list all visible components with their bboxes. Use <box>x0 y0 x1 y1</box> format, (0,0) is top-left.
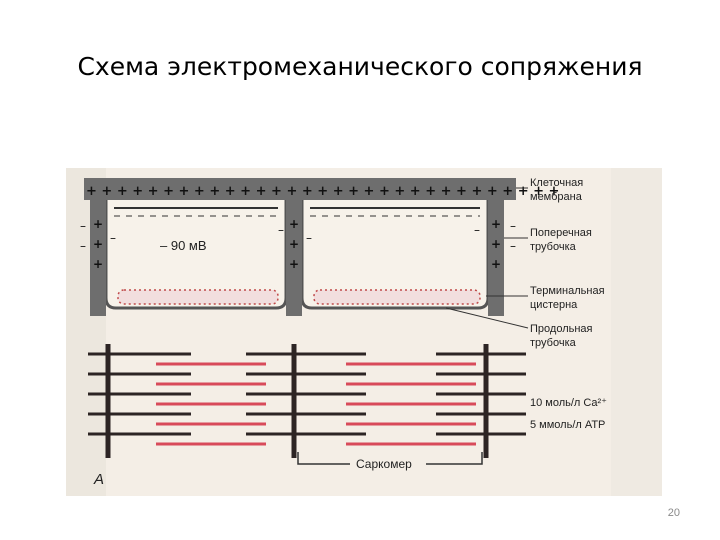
svg-text:–: – <box>510 219 516 233</box>
t-tubules <box>90 200 504 316</box>
svg-text:–: – <box>474 223 480 237</box>
membrane-plus-signs: + + + + + + + + + + + + + + + + + + + + … <box>86 184 559 199</box>
cell-membrane-label-line2: мембрана <box>530 191 583 203</box>
atp-concentration-label: 5 ммоль/л АТР <box>530 419 605 431</box>
svg-text:+: + <box>289 237 299 251</box>
t-tubule-3 <box>488 200 504 316</box>
svg-text:+ + + + + + + + + + + + + + +: + + + + + + + + + + + + + + + + + + + + … <box>86 184 559 199</box>
terminal-cistern-label-line2: цистерна <box>530 299 578 311</box>
t-tubule-label-line1: Поперечная <box>530 227 592 239</box>
page-number: 20 <box>667 507 680 519</box>
svg-text:–: – <box>306 231 312 245</box>
z-lines <box>105 344 489 458</box>
svg-text:–: – <box>278 223 284 237</box>
t-tubule-1 <box>90 200 106 316</box>
svg-text:–: – <box>510 239 516 253</box>
svg-text:+: + <box>491 257 501 271</box>
sarcomere-bracket <box>297 452 483 465</box>
terminal-cistern-right <box>313 289 481 305</box>
longitudinal-tubule-label-line2: трубочка <box>530 337 577 349</box>
svg-text:+: + <box>491 237 501 251</box>
svg-text:+: + <box>93 237 103 251</box>
leader-lines <box>445 187 529 329</box>
calcium-concentration-label: 10 моль/л Ca²⁺ <box>530 397 607 409</box>
cell-membrane <box>84 178 516 200</box>
coupling-diagram: + + + + + + + + + + + + + + + + + + + + … <box>66 168 662 496</box>
svg-text:+: + <box>289 217 299 231</box>
svg-text:–: – <box>80 219 86 233</box>
cell-membrane-label-line1: Клеточная <box>530 177 583 189</box>
t-tubule-2 <box>286 200 302 316</box>
svg-text:+: + <box>93 257 103 271</box>
svg-text:–: – <box>80 239 86 253</box>
actin-filaments <box>156 362 476 446</box>
svg-text:+: + <box>93 217 103 231</box>
svg-text:+: + <box>289 257 299 271</box>
longitudinal-tubule-label-line1: Продольная <box>530 323 593 335</box>
terminal-cistern-left <box>117 289 279 305</box>
membrane-potential-label: – 90 мВ <box>160 238 207 253</box>
slide-title: Схема электромеханического сопряжения <box>77 52 643 81</box>
svg-text:+: + <box>491 217 501 231</box>
sr-compartment-left <box>104 200 288 310</box>
terminal-cistern-label-line1: Терминальная <box>530 285 605 297</box>
panel-letter: А <box>93 471 104 488</box>
svg-text:–: – <box>110 231 116 245</box>
t-tubule-label-line2: трубочка <box>530 241 577 253</box>
myosin-filaments <box>88 352 526 436</box>
sr-compartment-right <box>300 200 490 310</box>
sarcomere-label: Саркомер <box>356 457 412 471</box>
